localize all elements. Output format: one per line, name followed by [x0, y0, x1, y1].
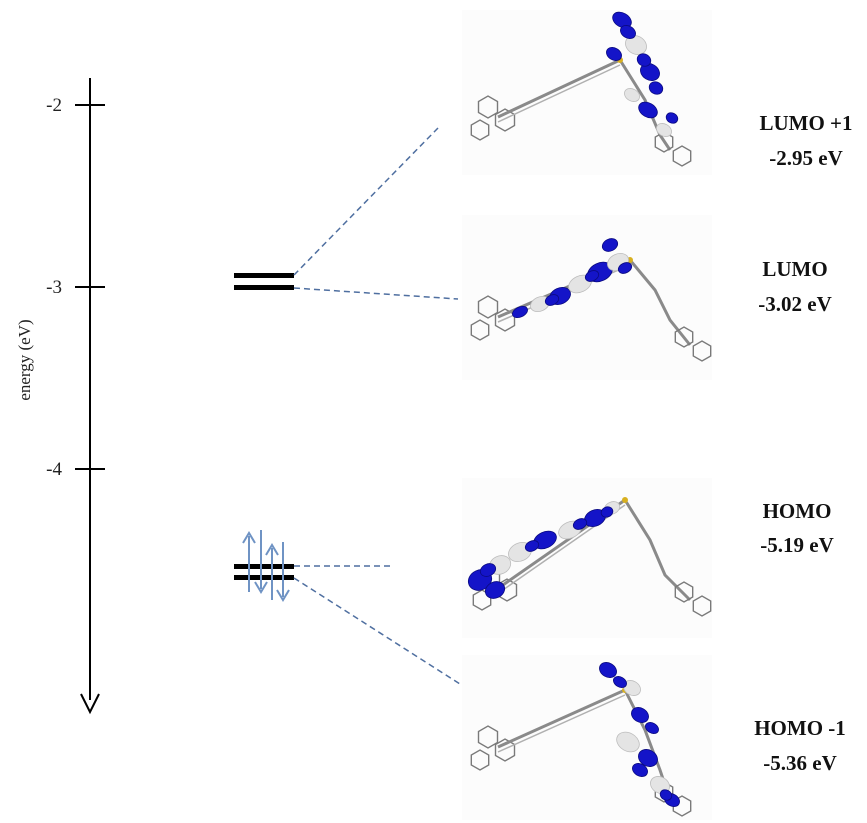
homo-orbital-image [462, 478, 712, 638]
homo-name: HOMO [763, 499, 832, 523]
spin-down-arrow [276, 542, 290, 602]
homo-level [234, 564, 294, 569]
tick-label: -2 [46, 95, 62, 116]
homo-minus1-energy: -5.36 eV [763, 751, 836, 775]
lumo-orbital-image [462, 215, 712, 380]
connector-lines [293, 127, 461, 685]
spin-down-arrow [254, 530, 268, 594]
axis-arrowhead [80, 693, 100, 715]
homo-energy: -5.19 eV [760, 533, 833, 557]
electron-spin-arrows [242, 530, 290, 602]
homo-minus1-name: HOMO -1 [754, 716, 846, 740]
orbital-images [462, 10, 712, 820]
homo-minus1-orbital-image [462, 655, 712, 820]
lumo-plus1-energy: -2.95 eV [769, 146, 842, 170]
connector-homo-minus1 [293, 577, 461, 685]
lumo-plus1-orbital-image [462, 10, 712, 175]
homo-levels [234, 564, 294, 580]
connector-lumo [293, 287, 459, 300]
lumo-energy: -3.02 eV [758, 292, 831, 316]
lumo-name: LUMO [762, 257, 827, 281]
axis-label: energy (eV) [15, 319, 34, 400]
tick-label: -3 [46, 277, 62, 298]
orbital-labels: LUMO +1 -2.95 eV LUMO -3.02 eV HOMO -5.1… [754, 111, 852, 775]
homo-minus1-level [234, 575, 294, 580]
lumo-plus1-level [234, 273, 294, 278]
energy-axis: -2-3-4-6 energy (eV) [15, 78, 105, 715]
lumo-plus1-name: LUMO +1 [759, 111, 852, 135]
spin-up-arrow [242, 531, 256, 592]
axis-ticks: -2-3-4-6 [46, 95, 105, 480]
tick-label: -4 [46, 459, 62, 480]
connector-lumo-plus1 [293, 127, 439, 276]
lumo-levels [234, 273, 294, 290]
lumo-level [234, 285, 294, 290]
spin-up-arrow [265, 543, 279, 600]
